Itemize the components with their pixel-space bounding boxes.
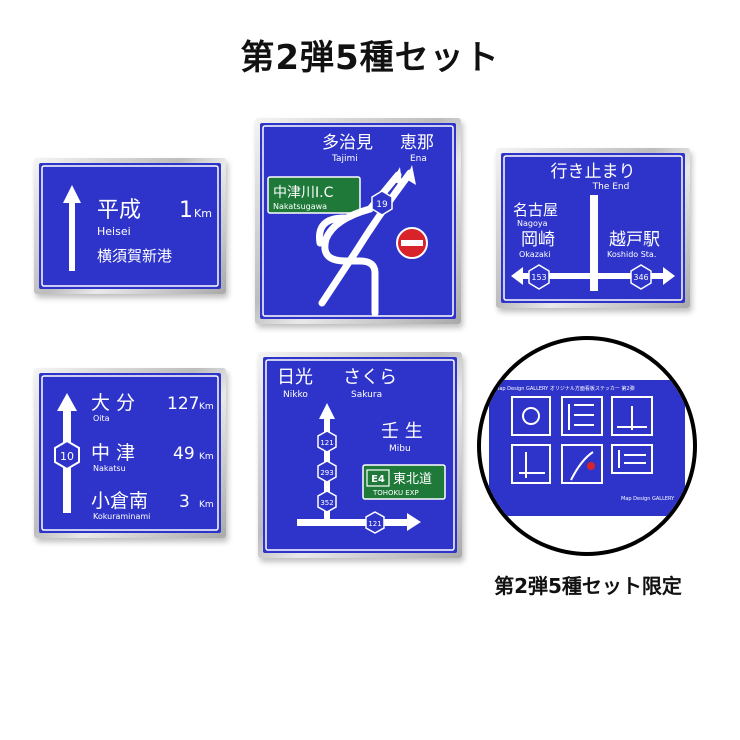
straight-arrow-icon — [63, 185, 81, 271]
distance: 1 — [179, 198, 193, 223]
expressway-panel — [362, 464, 446, 500]
route-shield-b — [317, 460, 337, 483]
sign-the-end: 行き止まり The End 名古屋 Nagoya 岡崎 Okazaki 越戸駅 … — [501, 153, 685, 303]
expy-jp: 東北道 — [393, 471, 432, 487]
route-right: 121 — [368, 520, 381, 528]
sticker-inset: Map Design GALLERY オリジナル方面看板ステッカー 第2弾 Ma… — [477, 336, 697, 556]
distance-unit: Km — [194, 207, 212, 220]
arrow-head-icon-2 — [392, 167, 402, 185]
right-en: Sakura — [351, 390, 382, 400]
expy-en: TOHOKU EXP — [372, 489, 419, 497]
row2-unit: Km — [199, 452, 214, 462]
left-route: 153 — [531, 273, 546, 282]
dest1-en: Heisei — [97, 225, 131, 238]
right-jp: さくら — [343, 367, 397, 388]
arrow-head-icon — [406, 165, 416, 185]
cross-road — [297, 519, 407, 526]
right-arrow-icon — [663, 267, 675, 285]
ic-jp: 中津川I.C — [273, 185, 334, 201]
end-title-en: The End — [592, 182, 630, 192]
sign-nikko: 日光 Nikko さくら Sakura 121 293 352 121 壬 生 … — [263, 357, 457, 553]
sticker-sheet: Map Design GALLERY オリジナル方面看板ステッカー 第2弾 Ma… — [489, 380, 685, 516]
sign-heisei: 平成 Heisei 1 Km 横須賀新港 — [39, 163, 221, 289]
pin-heisei: 平成 Heisei 1 Km 横須賀新港 — [34, 158, 226, 294]
route-a: 121 — [320, 439, 333, 447]
pin-nikko: 日光 Nikko さくら Sakura 121 293 352 121 壬 生 … — [258, 352, 462, 558]
route-b: 293 — [320, 469, 333, 477]
row1-unit: Km — [199, 402, 214, 412]
row2-en: Nakatsu — [93, 464, 126, 473]
pin-the-end: 行き止まり The End 名古屋 Nagoya 岡崎 Okazaki 越戸駅 … — [496, 148, 690, 308]
route-c: 352 — [320, 499, 333, 507]
left-jp: 岡崎 — [521, 230, 555, 250]
row3-dist: 3 — [179, 492, 190, 512]
right-jp: 越戸駅 — [609, 230, 660, 250]
dest1-jp: 平成 — [97, 198, 141, 223]
city2-en: Ena — [410, 154, 427, 164]
dead-end-road — [590, 195, 598, 291]
row2-dist: 49 — [173, 444, 195, 464]
sign-oita: 10 大 分 Oita 127 Km 中 津 Nakatsu 49 Km 小倉南… — [39, 373, 221, 533]
expy-code: E4 — [371, 474, 385, 485]
route-shield — [371, 190, 393, 216]
cross-road — [517, 273, 669, 279]
route-shield-a — [317, 430, 337, 453]
right-arrow-icon — [407, 513, 421, 531]
row3-unit: Km — [199, 500, 214, 510]
row3-en: Kokuraminami — [93, 512, 150, 521]
row1-jp: 大 分 — [91, 392, 135, 414]
city1-jp: 多治見 — [322, 133, 373, 153]
left-en: Okazaki — [519, 250, 551, 259]
row2-jp: 中 津 — [91, 442, 135, 464]
ic-panel — [267, 176, 361, 214]
dest2-jp: 横須賀新港 — [97, 247, 172, 265]
left-top-en: Nagoya — [517, 219, 548, 228]
right-route: 346 — [633, 273, 648, 282]
right-en: Koshido Sta. — [607, 250, 656, 259]
route-number: 10 — [60, 450, 74, 463]
sign-tajimi: 多治見 Tajimi 恵那 Ena 中津川I.C Nakatsugawa 19 — [260, 123, 456, 319]
row1-dist: 127 — [167, 394, 199, 414]
sticker-header: Map Design GALLERY オリジナル方面看板ステッカー 第2弾 — [495, 385, 635, 392]
row1-en: Oita — [93, 414, 110, 423]
left-jp: 日光 — [277, 367, 313, 388]
right-route-shield — [630, 264, 652, 290]
route-shield-right — [365, 511, 385, 534]
ramp-road — [316, 214, 348, 247]
pin-tajimi: 多治見 Tajimi 恵那 Ena 中津川I.C Nakatsugawa 19 — [255, 118, 461, 324]
city2-jp: 恵那 — [400, 133, 434, 153]
route-shield-c — [317, 490, 337, 513]
left-top-jp: 名古屋 — [513, 201, 558, 219]
dest-jp: 壬 生 — [381, 421, 423, 442]
end-title-jp: 行き止まり — [551, 162, 636, 182]
route-shield — [54, 439, 80, 471]
left-route-shield — [528, 264, 550, 290]
left-en: Nikko — [283, 390, 308, 400]
left-arrow-icon — [511, 267, 523, 285]
pin-oita: 10 大 分 Oita 127 Km 中 津 Nakatsu 49 Km 小倉南… — [34, 368, 226, 538]
ic-en: Nakatsugawa — [273, 202, 327, 211]
row3-jp: 小倉南 — [91, 490, 148, 512]
page-title: 第2弾5種セット — [240, 38, 500, 78]
sticker-logo: Map Design GALLERY — [621, 496, 675, 502]
limited-caption: 第2弾5種セット限定 — [494, 574, 682, 598]
dest-en: Mibu — [389, 444, 411, 454]
main-road — [318, 169, 414, 307]
city1-en: Tajimi — [331, 154, 358, 164]
route-number: 19 — [376, 200, 388, 210]
